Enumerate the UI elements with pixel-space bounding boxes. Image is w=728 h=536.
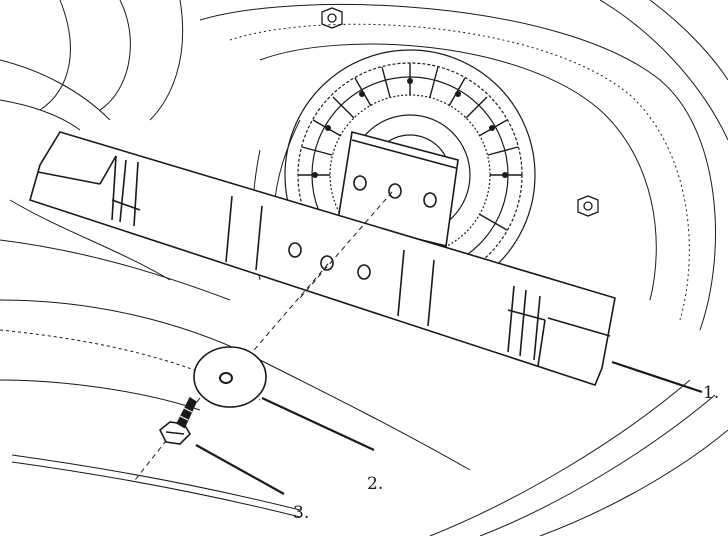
washer [193, 346, 267, 408]
leader-lines [195, 360, 703, 495]
housing-nut [321, 7, 599, 217]
callout-bolt: 3. [293, 503, 310, 523]
assembly-axis [134, 191, 393, 481]
bolt [158, 396, 198, 445]
callout-washer: 2. [367, 474, 384, 494]
cutting-blade [29, 131, 616, 386]
callout-blade: 1. [703, 383, 720, 403]
